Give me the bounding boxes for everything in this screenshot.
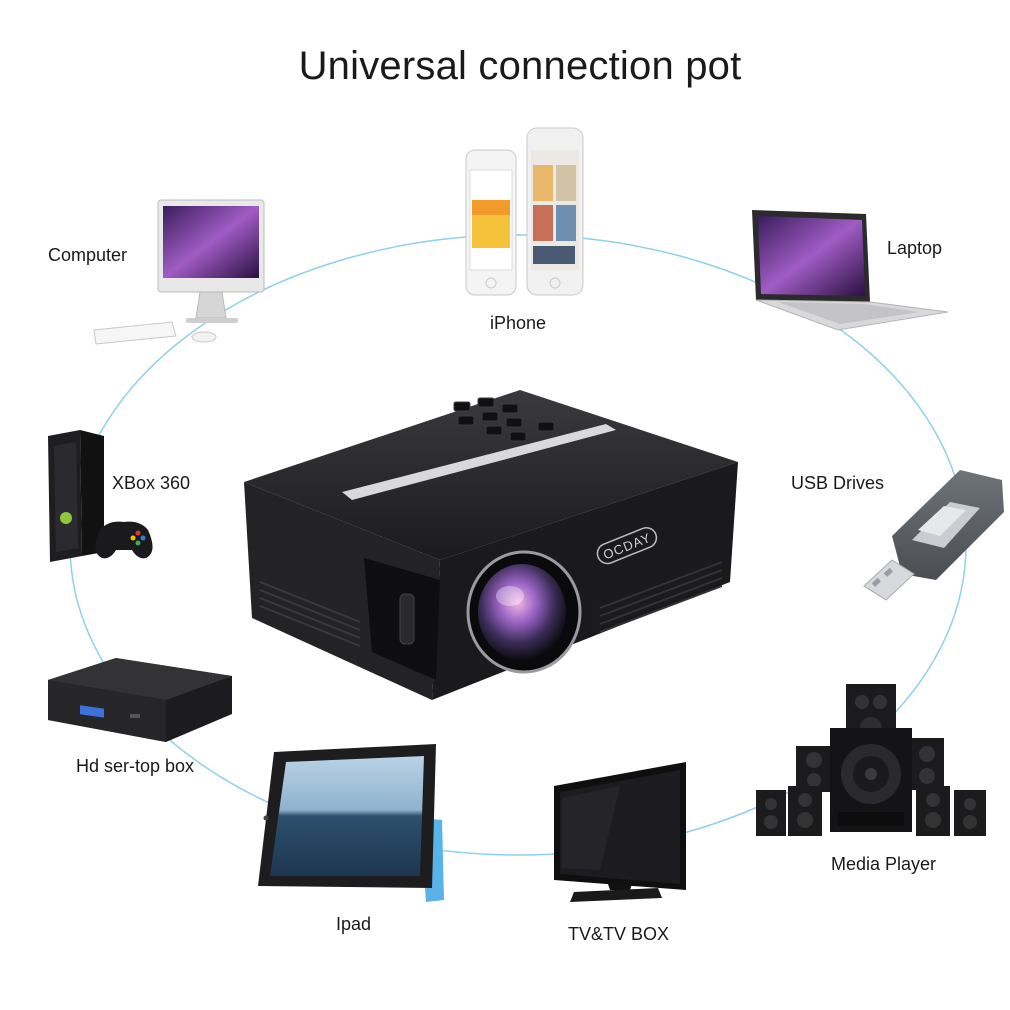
usb-drive-icon bbox=[863, 470, 1004, 601]
label-tv-box: TV&TV BOX bbox=[568, 924, 670, 944]
ipad-icon bbox=[258, 744, 444, 902]
tv-icon bbox=[554, 762, 686, 902]
settop-box-icon bbox=[48, 658, 232, 742]
laptop-icon bbox=[752, 210, 949, 331]
media-player-icon bbox=[756, 684, 986, 836]
label-settop-box: Hd ser-top box bbox=[76, 756, 195, 776]
label-xbox: XBox 360 bbox=[112, 473, 191, 493]
xbox-icon bbox=[48, 430, 153, 562]
page-title: Universal connection pot bbox=[298, 44, 742, 88]
label-usb-drives: USB Drives bbox=[791, 473, 885, 493]
label-ipad: Ipad bbox=[336, 914, 372, 934]
computer-icon bbox=[93, 199, 265, 345]
label-iphone: iPhone bbox=[490, 313, 547, 333]
label-laptop: Laptop bbox=[887, 238, 943, 258]
label-media-player: Media Player bbox=[831, 854, 937, 874]
label-computer: Computer bbox=[48, 245, 128, 265]
iphone-icon bbox=[465, 127, 584, 296]
projector-icon: OCDAY bbox=[244, 390, 738, 700]
